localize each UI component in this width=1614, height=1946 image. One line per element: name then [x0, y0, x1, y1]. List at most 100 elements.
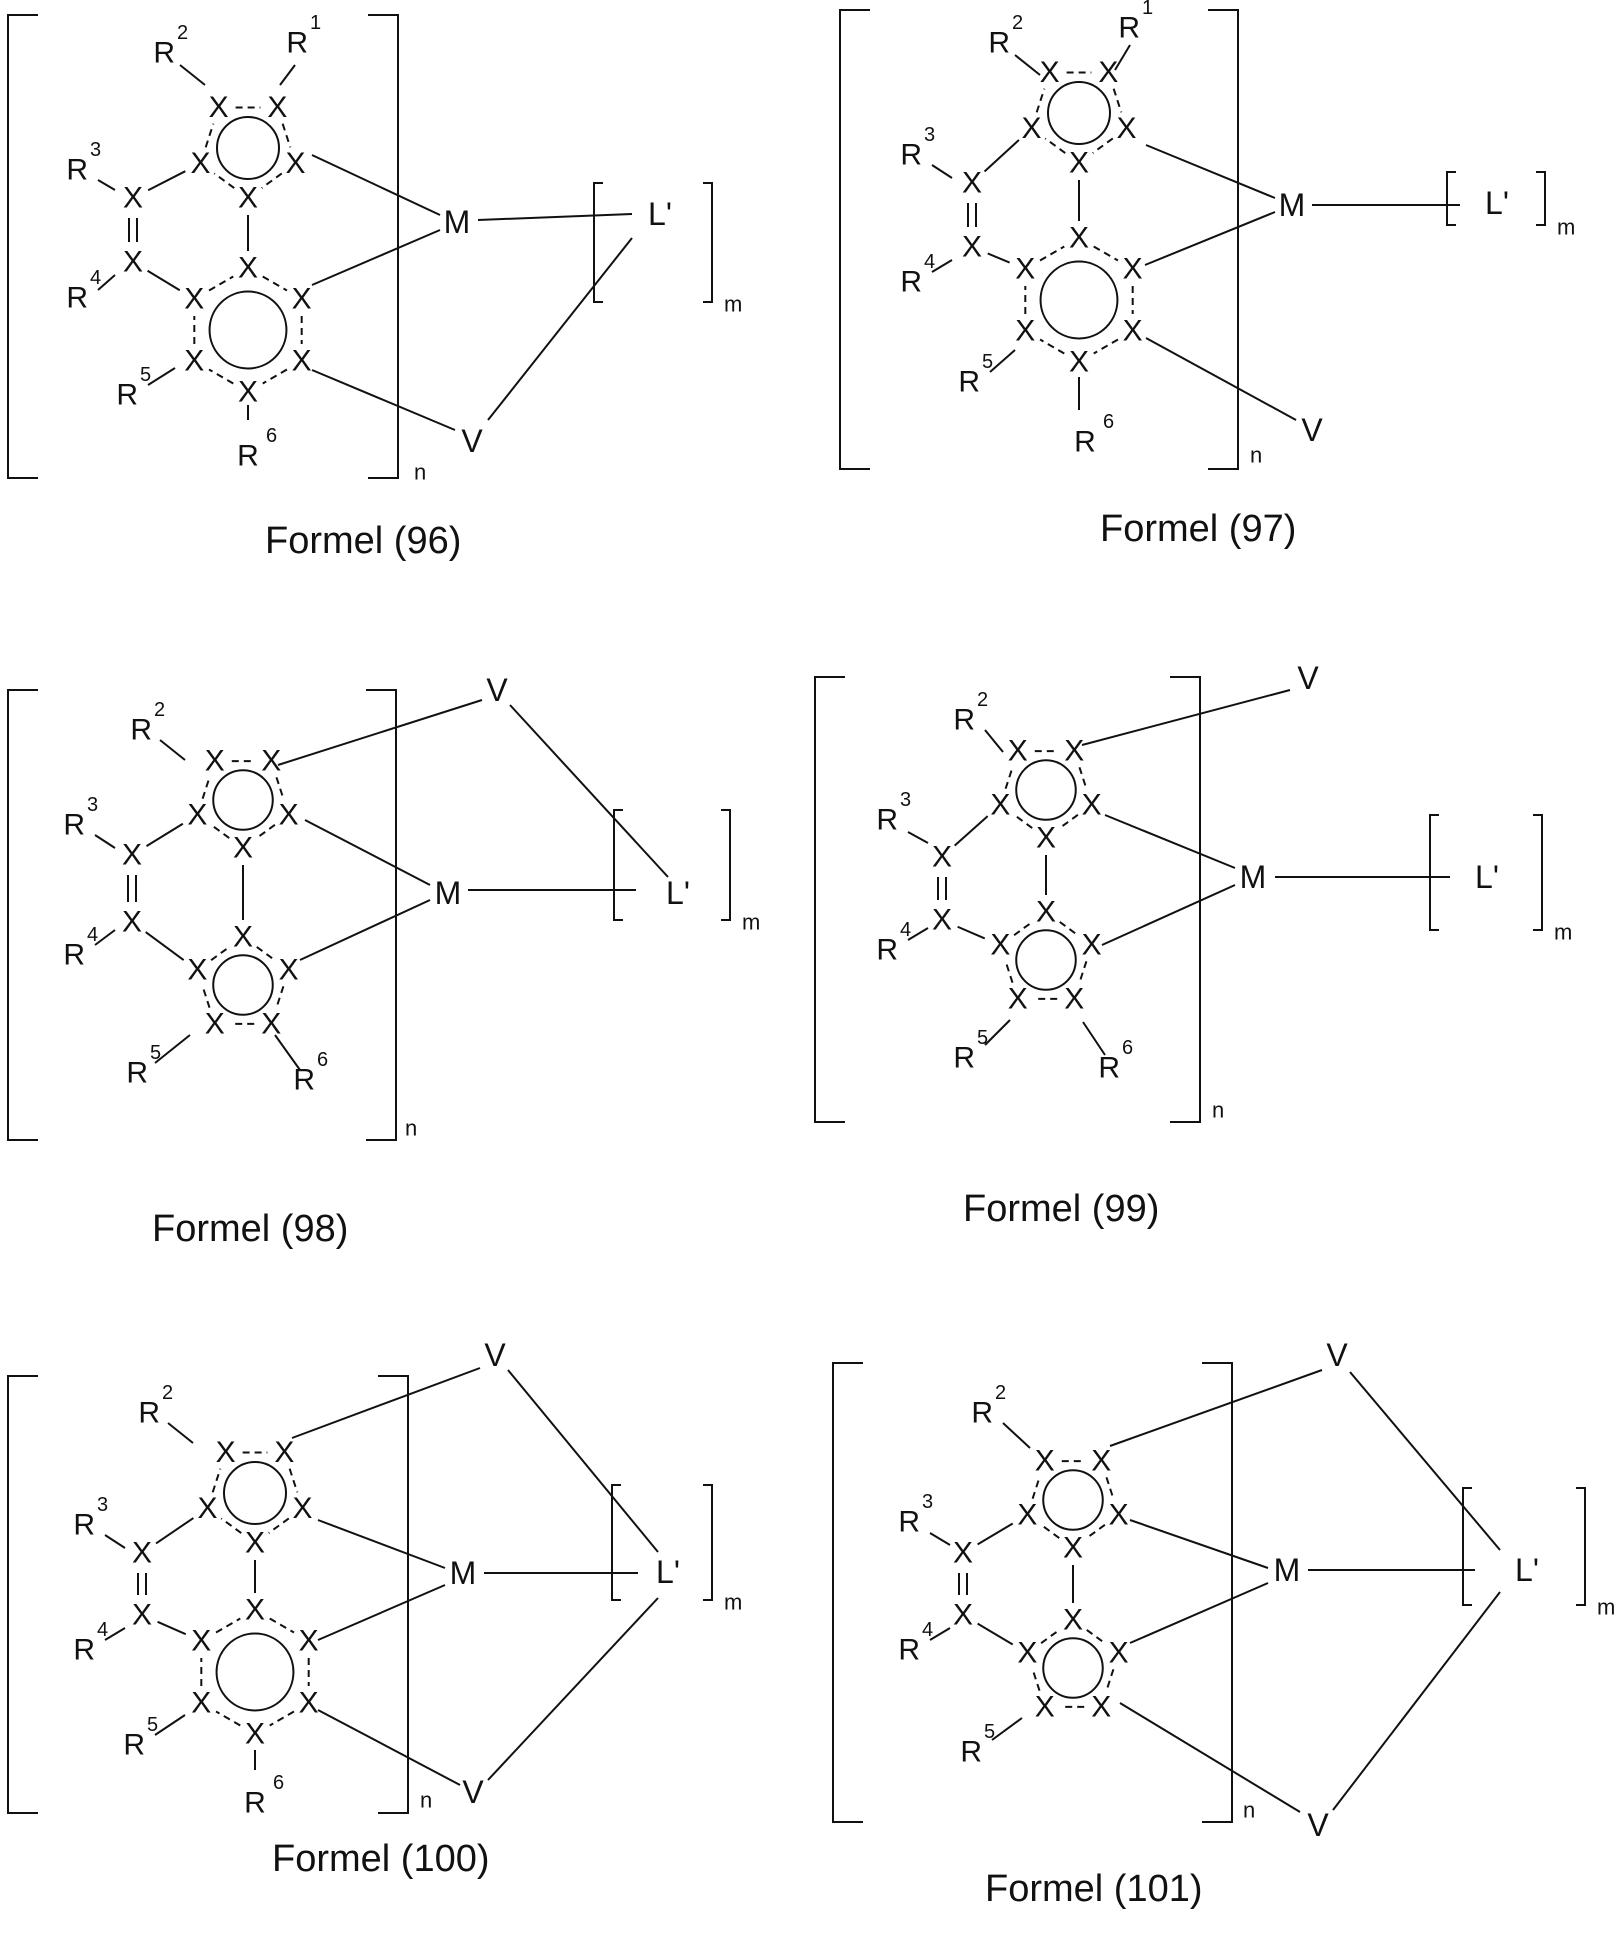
substituent-superscript-r3: 3	[90, 139, 101, 161]
substituent-label-r4: R	[73, 1634, 95, 1667]
substituent-bond	[155, 1715, 185, 1735]
ring-atom-x: X	[1091, 1690, 1111, 1723]
ring-bond	[257, 947, 275, 960]
ring-atom-x: X	[953, 1599, 973, 1632]
substituent-label-r1: R	[1118, 12, 1140, 45]
ring-atom-x: X	[261, 1007, 281, 1040]
ligand-bracket-close	[703, 1485, 712, 1600]
ring-atom-x: X	[132, 1599, 152, 1632]
aromatic-ring-circle	[1016, 760, 1076, 820]
coordination-bond	[510, 705, 668, 877]
ring-atom-x: X	[197, 1492, 217, 1525]
ligand-bracket-open	[1430, 815, 1439, 930]
ring-atom-x: X	[233, 921, 253, 954]
substituent-label-r2: R	[130, 714, 152, 747]
ring-atom-x: X	[191, 1687, 211, 1720]
metal-label-m: M	[1240, 859, 1267, 895]
ligand-bracket-close	[1536, 172, 1545, 225]
complex-bracket-close	[1170, 677, 1200, 1122]
bridge-bond	[955, 816, 988, 846]
substituent-bond	[280, 65, 295, 85]
substituent-label-r4: R	[63, 939, 85, 972]
substituent-label-r3: R	[63, 809, 85, 842]
bridge-label-v: V	[1326, 1337, 1348, 1373]
substituent-bond	[275, 1035, 300, 1070]
aromatic-ring-circle	[1043, 1470, 1103, 1530]
substituent-label-r6: R	[1074, 426, 1096, 459]
aromatic-ring-circle	[1041, 262, 1118, 339]
ring-atom-x: X	[299, 1687, 319, 1720]
substituent-label-r4: R	[876, 934, 898, 967]
ring-bond	[216, 1712, 240, 1726]
ring-bond	[1006, 961, 1013, 982]
ligand-label-lprime: L'	[1485, 185, 1509, 221]
ring-atom-x: X	[122, 839, 142, 872]
ring-bond	[1014, 815, 1032, 828]
coordination-bond	[1145, 212, 1275, 265]
substituent-superscript-r6: 6	[266, 425, 277, 447]
bridge-bond	[156, 1518, 193, 1543]
ring-bond	[290, 1469, 298, 1493]
ligand-bracket-close	[1576, 1488, 1585, 1605]
ring-atom-x: X	[245, 1718, 265, 1751]
substituent-superscript-r1: 1	[310, 12, 321, 34]
ring-atom-x: X	[962, 231, 982, 264]
ring-atom-x: X	[953, 1537, 973, 1570]
substituent-superscript-r5: 5	[147, 1714, 158, 1736]
aromatic-ring-circle	[1048, 82, 1110, 144]
ring-atom-x: X	[238, 182, 258, 215]
aromatic-ring-circle	[213, 955, 273, 1015]
aromatic-ring-circle	[1043, 1638, 1103, 1698]
ligand-label-lprime: L'	[1475, 859, 1499, 895]
substituent-label-r3: R	[900, 139, 922, 172]
substituent-bond	[1083, 1022, 1105, 1055]
substituent-bond	[930, 1533, 950, 1545]
ring-atom-x: X	[238, 252, 258, 285]
substituent-label-r3: R	[876, 804, 898, 837]
ring-bond	[1094, 340, 1118, 354]
ring-atom-x: X	[292, 345, 312, 378]
substituent-bond	[148, 368, 175, 385]
complex-index-n: n	[405, 1116, 417, 1141]
substituent-bond	[160, 740, 185, 760]
complex-bracket-open	[8, 1376, 38, 1813]
ring-bond	[1040, 247, 1064, 261]
coordination-bond	[1120, 1703, 1300, 1812]
complex-index-n: n	[1250, 443, 1262, 468]
ring-atom-x: X	[1091, 1445, 1111, 1478]
ring-bond	[1106, 1477, 1113, 1498]
substituent-label-r3: R	[73, 1509, 95, 1542]
bridge-bond	[958, 927, 985, 939]
ligand-index-m: m	[724, 292, 742, 317]
ring-bond	[263, 277, 287, 291]
substituent-superscript-r6: 6	[273, 1772, 284, 1794]
aromatic-ring-circle	[217, 1634, 294, 1711]
ligand-index-m: m	[1554, 920, 1572, 945]
coordination-bond	[508, 1370, 658, 1552]
complex-index-n: n	[420, 1788, 432, 1813]
bridge-bond	[148, 171, 185, 190]
ring-bond	[1045, 138, 1065, 153]
ring-atom-x: X	[1109, 1498, 1129, 1531]
caption-formel-96: Formel (96)	[265, 520, 461, 563]
coordination-bond	[1146, 338, 1296, 420]
ring-atom-x: X	[209, 91, 229, 124]
ligand-bracket-close	[703, 183, 712, 302]
ring-atom-x: X	[1098, 56, 1118, 89]
substituent-superscript-r2: 2	[154, 699, 165, 721]
ring-atom-x: X	[293, 1492, 313, 1525]
substituent-label-r3: R	[66, 154, 88, 187]
ring-atom-x: X	[261, 745, 281, 778]
substituent-bond	[985, 730, 1003, 752]
substituent-label-r1: R	[286, 27, 308, 60]
ring-atom-x: X	[1123, 315, 1143, 348]
substituent-superscript-r4: 4	[900, 919, 911, 941]
aromatic-ring-circle	[213, 770, 273, 830]
bridge-bond	[146, 824, 182, 846]
coordination-bond	[312, 370, 455, 430]
substituent-bond	[180, 65, 205, 85]
complex-index-n: n	[414, 460, 426, 485]
substituent-superscript-r5: 5	[140, 364, 151, 386]
ring-atom-x: X	[299, 1625, 319, 1658]
